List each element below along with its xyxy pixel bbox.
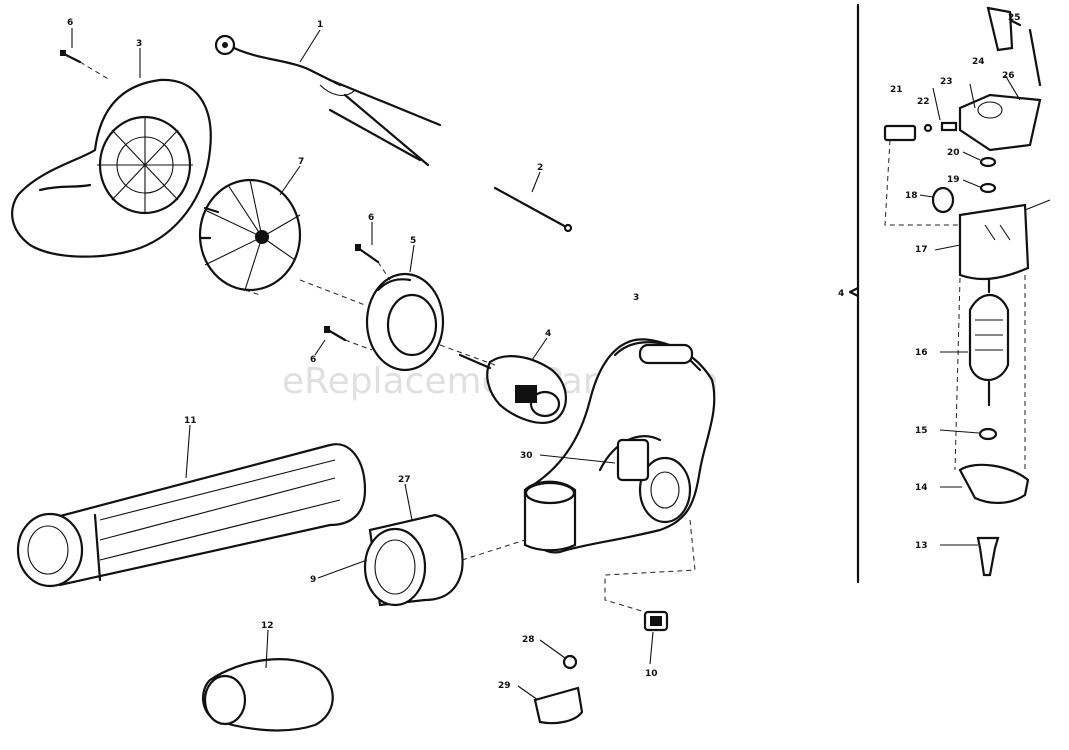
- callout-4: 4: [545, 329, 551, 339]
- part-collar[interactable]: [363, 513, 464, 607]
- part-ring-adapter[interactable]: [365, 272, 445, 372]
- callout-26: 26: [1002, 71, 1015, 81]
- callout-7: 7: [298, 157, 304, 167]
- callout-14: 14: [915, 483, 928, 493]
- callout-11: 11: [184, 416, 197, 426]
- callout-3-body: 3: [633, 293, 639, 303]
- callout-6-lower: 6: [310, 355, 316, 365]
- callout-4-bracket: 4: [838, 289, 844, 299]
- callout-5: 5: [410, 236, 416, 246]
- part-19-washer[interactable]: [979, 182, 997, 194]
- part-22-washer[interactable]: [923, 123, 933, 133]
- callout-2: 2: [537, 163, 543, 173]
- part-29-cover[interactable]: [533, 686, 584, 725]
- callout-30: 30: [520, 451, 533, 461]
- callout-12: 12: [261, 621, 274, 631]
- callout-19: 19: [947, 175, 960, 185]
- part-28-cap[interactable]: [562, 654, 578, 670]
- part-motor[interactable]: [458, 353, 567, 424]
- part-25-screw[interactable]: [986, 6, 1042, 87]
- callouts: [71, 28, 981, 701]
- callout-29: 29: [498, 681, 511, 691]
- part-21-terminal[interactable]: [883, 124, 917, 142]
- callout-3-housing: 3: [136, 39, 142, 49]
- callout-18: 18: [905, 191, 918, 201]
- callout-15: 15: [915, 426, 928, 436]
- part-fan-impeller[interactable]: [198, 178, 302, 292]
- part-main-body[interactable]: [523, 338, 716, 554]
- part-23-clip[interactable]: [940, 121, 958, 132]
- bracket-subassembly: [848, 3, 860, 584]
- part-17-motor-housing[interactable]: [958, 199, 1051, 281]
- callout-1: 1: [317, 20, 323, 30]
- callout-labels: 6 3 1 2 7 6 5 3 4 6 11 27 30 9 12 28 29 …: [67, 13, 1021, 691]
- callout-22: 22: [917, 97, 930, 107]
- callout-13: 13: [915, 541, 928, 551]
- part-cord[interactable]: [214, 34, 442, 167]
- callout-21: 21: [890, 85, 903, 95]
- part-18-ring[interactable]: [931, 186, 955, 214]
- callout-9: 9: [310, 575, 316, 585]
- part-screw-lower[interactable]: [324, 326, 347, 342]
- part-16-armature[interactable]: [968, 278, 1010, 407]
- part-10-switch[interactable]: [643, 610, 669, 632]
- right-assembly-lines: [884, 74, 1026, 471]
- part-screw-middle[interactable]: [355, 244, 380, 264]
- callout-6-middle: 6: [368, 213, 374, 223]
- callout-10: 10: [645, 669, 658, 679]
- callout-27: 27: [398, 475, 411, 485]
- part-15-washer[interactable]: [978, 427, 998, 441]
- part-blower-housing[interactable]: [11, 78, 212, 258]
- part-13-bolt[interactable]: [976, 536, 1000, 577]
- callout-28: 28: [522, 635, 535, 645]
- callout-24: 24: [972, 57, 985, 67]
- callout-23: 23: [940, 77, 953, 87]
- callout-20: 20: [947, 148, 960, 158]
- part-14-end-bell[interactable]: [958, 463, 1030, 504]
- assembly-lines: [79, 61, 696, 613]
- part-pin[interactable]: [493, 186, 573, 233]
- part-elbow-nozzle[interactable]: [202, 658, 334, 732]
- part-screw-top-left[interactable]: [60, 50, 82, 64]
- callout-6-topleft: 6: [67, 18, 73, 28]
- part-20-washer[interactable]: [979, 156, 997, 168]
- callout-16: 16: [915, 348, 928, 358]
- callout-25: 25: [1008, 13, 1021, 23]
- part-24-bracket[interactable]: [958, 93, 1042, 152]
- part-blower-tube[interactable]: [16, 443, 367, 588]
- callout-17: 17: [915, 245, 928, 255]
